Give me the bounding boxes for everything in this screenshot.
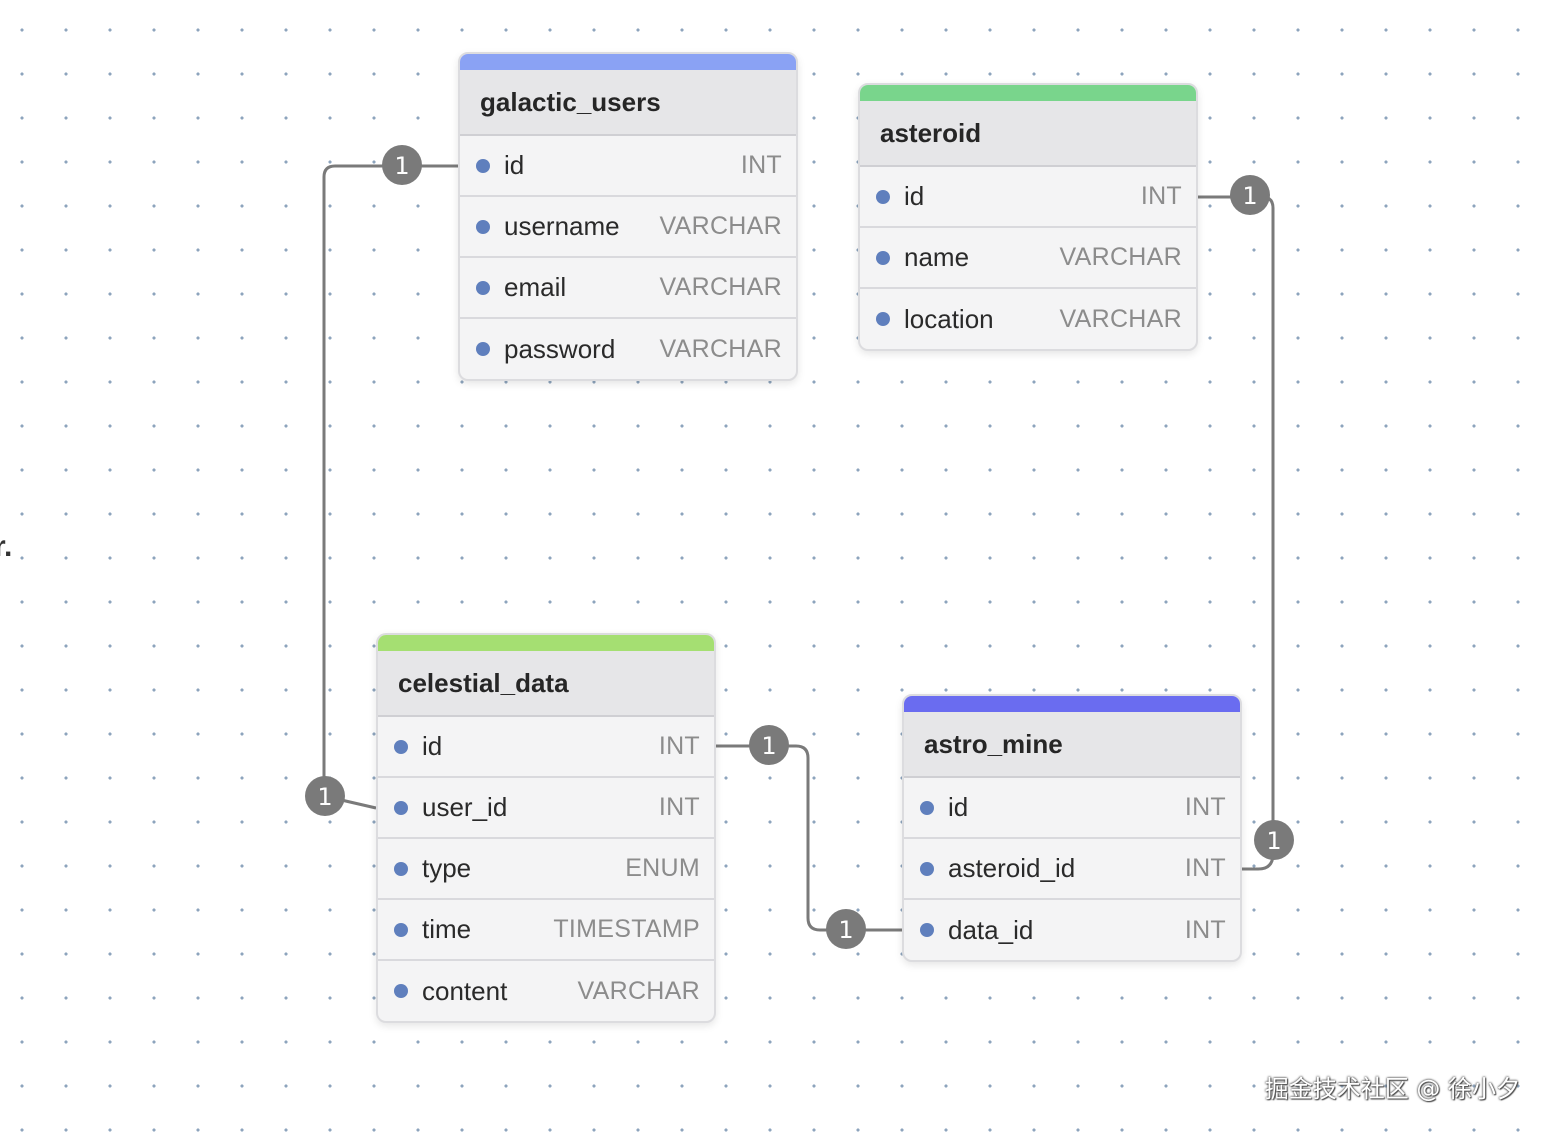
field-type: INT	[1184, 793, 1226, 821]
field-dot-icon	[920, 861, 934, 876]
field-name: content	[422, 975, 508, 1006]
field-row[interactable]: content VARCHAR	[378, 961, 714, 1021]
field-type: ENUM	[625, 854, 700, 882]
table-accent-bar	[904, 696, 1240, 712]
field-dot-icon	[394, 739, 408, 754]
svg-text:1: 1	[838, 916, 853, 944]
field-dot-icon	[476, 342, 490, 356]
cardinality-badge-celestial-id: 1	[749, 725, 789, 765]
field-type: INT	[658, 732, 700, 760]
field-name: username	[504, 211, 620, 241]
field-type: VARCHAR	[659, 212, 782, 240]
field-dot-icon	[394, 861, 408, 876]
field-name: asteroid_id	[948, 853, 1076, 883]
field-name: id	[422, 731, 443, 761]
field-dot-icon	[476, 219, 490, 234]
field-row[interactable]: id INT	[904, 778, 1240, 839]
field-dot-icon	[920, 923, 934, 937]
field-row[interactable]: password VARCHAR	[460, 319, 796, 379]
field-row[interactable]: name VARCHAR	[860, 228, 1196, 289]
table-galactic-users[interactable]: galactic_users id INT username VARCHAR e…	[458, 52, 798, 381]
field-type: VARCHAR	[577, 976, 700, 1005]
field-dot-icon	[876, 312, 890, 326]
field-row[interactable]: username VARCHAR	[460, 197, 796, 258]
relation-users-celestial[interactable]	[322, 164, 458, 810]
field-type: VARCHAR	[659, 334, 782, 363]
field-name: user_id	[422, 792, 508, 822]
field-name: password	[504, 333, 616, 364]
field-row[interactable]: id INT	[378, 717, 714, 778]
field-row[interactable]: data_id INT	[904, 900, 1240, 960]
field-dot-icon	[476, 158, 490, 173]
field-type: INT	[1184, 854, 1226, 882]
table-astro-mine[interactable]: astro_mine id INT asteroid_id INT data_i…	[902, 694, 1242, 962]
table-asteroid[interactable]: asteroid id INT name VARCHAR location VA…	[858, 83, 1198, 351]
table-title: galactic_users	[460, 70, 796, 136]
field-row[interactable]: user_id INT	[378, 778, 714, 839]
table-title: celestial_data	[378, 651, 714, 717]
field-row[interactable]: time TIMESTAMP	[378, 900, 714, 961]
field-name: type	[422, 853, 472, 883]
clipped-text: r.	[0, 530, 13, 563]
svg-text:1: 1	[761, 732, 776, 760]
field-row[interactable]: id INT	[460, 136, 796, 197]
table-celestial-data[interactable]: celestial_data id INT user_id INT type E…	[376, 633, 716, 1023]
field-type: VARCHAR	[1059, 243, 1182, 271]
field-dot-icon	[394, 800, 408, 815]
field-row[interactable]: type ENUM	[378, 839, 714, 900]
relation-celestial-astro-mine[interactable]	[713, 744, 902, 932]
table-accent-bar	[378, 635, 714, 651]
field-name: id	[948, 792, 969, 822]
field-name: email	[504, 272, 567, 302]
field-type: INT	[740, 151, 782, 179]
field-name: location	[904, 303, 994, 334]
field-type: INT	[658, 793, 700, 821]
field-name: id	[904, 181, 925, 211]
watermark: 掘金技术社区 @ 徐小夕	[1264, 1075, 1520, 1103]
svg-text:1: 1	[317, 783, 332, 811]
field-type: TIMESTAMP	[553, 915, 700, 943]
field-row[interactable]: email VARCHAR	[460, 258, 796, 319]
field-dot-icon	[876, 250, 890, 265]
field-dot-icon	[876, 189, 890, 204]
svg-text:1: 1	[1242, 182, 1257, 210]
field-row[interactable]: id INT	[860, 167, 1196, 228]
cardinality-badge-users-id: 1	[382, 145, 422, 185]
field-name: data_id	[948, 914, 1034, 945]
field-row[interactable]: asteroid_id INT	[904, 839, 1240, 900]
cardinality-badge-asteroid-id: 1	[1230, 175, 1270, 215]
cardinality-badge-astro-mine-data-id: 1	[826, 909, 866, 949]
field-type: VARCHAR	[659, 273, 782, 301]
field-type: INT	[1184, 915, 1226, 944]
field-name: name	[904, 242, 970, 272]
table-accent-bar	[860, 85, 1196, 101]
svg-text:1: 1	[1266, 827, 1281, 855]
table-title: asteroid	[860, 101, 1196, 167]
svg-text:1: 1	[394, 152, 409, 180]
field-dot-icon	[920, 800, 934, 815]
cardinality-badge-astro-mine-asteroid-id: 1	[1254, 820, 1294, 860]
field-name: id	[504, 150, 525, 180]
field-type: INT	[1140, 182, 1182, 210]
field-type: VARCHAR	[1059, 304, 1182, 333]
field-dot-icon	[476, 280, 490, 295]
field-name: time	[422, 914, 472, 944]
table-accent-bar	[460, 54, 796, 70]
field-dot-icon	[394, 984, 408, 998]
field-row[interactable]: location VARCHAR	[860, 289, 1196, 349]
cardinality-badge-celestial-user-id: 1	[305, 776, 345, 816]
table-title: astro_mine	[904, 712, 1240, 778]
field-dot-icon	[394, 922, 408, 937]
